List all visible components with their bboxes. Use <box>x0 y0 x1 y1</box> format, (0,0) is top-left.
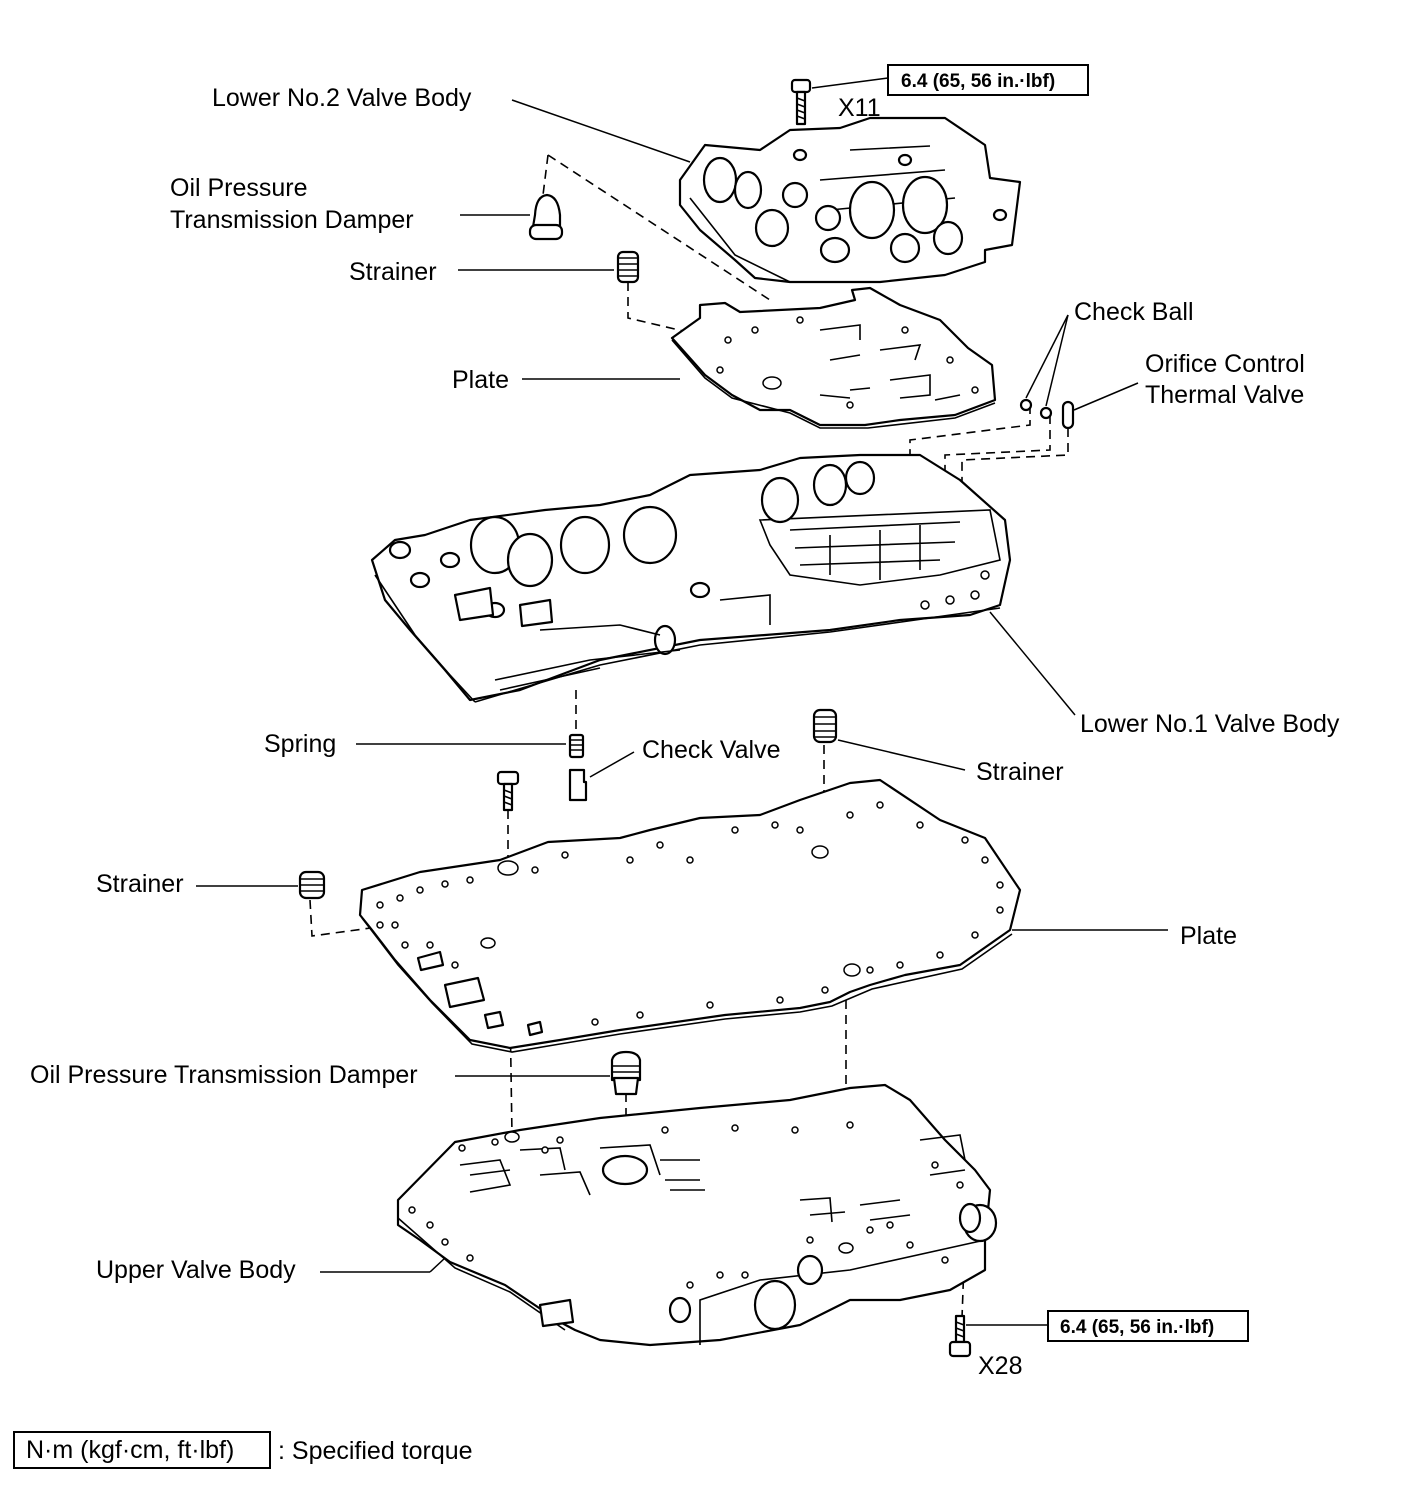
label-oil-pressure-damper-top-1: Oil Pressure <box>170 174 308 202</box>
torque-quantity-bottom: X28 <box>978 1352 1022 1380</box>
legend-unit-box: N·m (kgf·cm, ft·lbf) <box>26 1436 234 1464</box>
strainer-top <box>616 250 640 284</box>
label-check-valve: Check Valve <box>642 736 781 764</box>
plate-bottom-holes <box>376 801 1004 1026</box>
label-upper-valve-body: Upper Valve Body <box>96 1256 296 1284</box>
label-check-ball: Check Ball <box>1074 298 1194 326</box>
torque-quantity-top: X11 <box>838 94 881 122</box>
label-lower-no1-valve-body: Lower No.1 Valve Body <box>1080 710 1340 738</box>
torque-legend: N·m (kgf·cm, ft·lbf) : Specified torque <box>13 1431 473 1469</box>
oil-pressure-damper-top <box>528 193 564 241</box>
label-lower-no2-valve-body: Lower No.2 Valve Body <box>212 84 472 112</box>
torque-spec-bottom: 6.4 (65, 56 in.·lbf) X28 <box>978 1310 1249 1380</box>
label-oil-pressure-damper-bottom: Oil Pressure Transmission Damper <box>30 1061 418 1089</box>
oil-pressure-damper-bottom <box>610 1050 642 1096</box>
label-strainer-mid: Strainer <box>976 758 1064 786</box>
strainer-left <box>298 870 326 900</box>
bolt-mid-left <box>496 770 520 812</box>
spring <box>568 733 585 759</box>
check-balls <box>1019 398 1053 420</box>
label-spring: Spring <box>264 730 336 758</box>
plate-bottom <box>358 778 1022 1053</box>
strainer-mid <box>812 708 838 744</box>
label-orifice-control-1: Orifice Control <box>1145 350 1305 378</box>
label-strainer-top: Strainer <box>349 258 437 286</box>
label-strainer-left: Strainer <box>96 870 184 898</box>
label-orifice-control-2: Thermal Valve <box>1145 381 1304 409</box>
lower-no2-valve-body <box>678 116 1022 284</box>
label-plate-bottom: Plate <box>1180 922 1237 950</box>
plate-top <box>670 286 997 429</box>
torque-spec-top: 6.4 (65, 56 in.·lbf) X11 <box>838 64 1089 122</box>
orifice-control-thermal-valve <box>1061 400 1075 430</box>
upper-valve-body-holes <box>408 1121 964 1289</box>
label-plate-top: Plate <box>452 366 509 394</box>
torque-value-top: 6.4 (65, 56 in.·lbf) <box>901 71 1055 92</box>
upper-valve-body <box>396 1083 998 1347</box>
leader-lines <box>196 77 1168 1326</box>
bolt-bottom <box>948 1314 972 1358</box>
bolt-top <box>790 78 812 126</box>
callout-labels: Lower No.2 Valve Body Oil Pressure Trans… <box>30 84 1340 1284</box>
legend-description: : Specified torque <box>278 1437 473 1465</box>
check-valve <box>568 768 588 802</box>
lower-no1-valve-body <box>370 453 1012 703</box>
torque-value-bottom: 6.4 (65, 56 in.·lbf) <box>1060 1317 1214 1338</box>
label-oil-pressure-damper-top-2: Transmission Damper <box>170 206 414 234</box>
